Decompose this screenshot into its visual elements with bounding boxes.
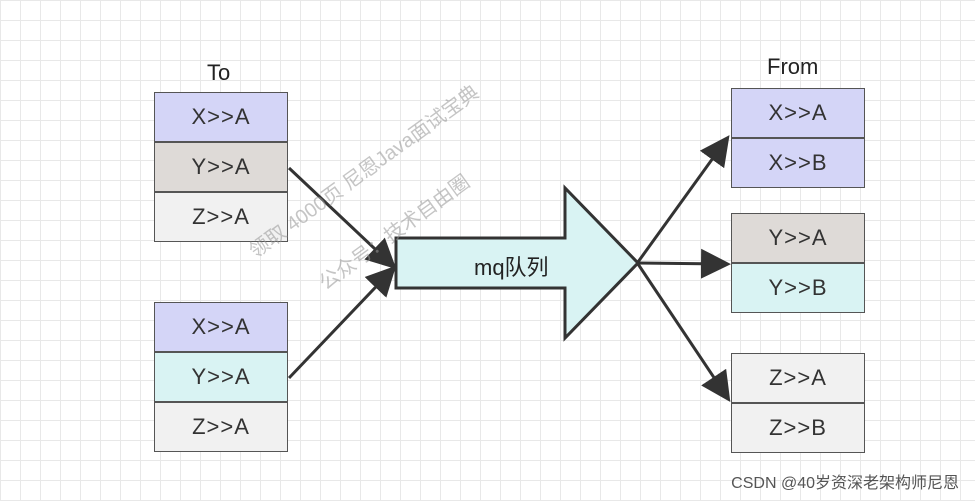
left-group2-item-x: X>>A	[154, 302, 288, 352]
left-group1-item-x: X>>A	[154, 92, 288, 142]
to-header: To	[207, 60, 231, 85]
arrow-left-bottom-to-queue	[287, 265, 397, 380]
right-group2-item-yb: Y>>B	[731, 263, 865, 313]
left-group2-item-y: Y>>A	[154, 352, 288, 402]
right-group3-item-za: Z>>A	[731, 353, 865, 403]
right-group1-item-xa: X>>A	[731, 88, 865, 138]
arrow-queue-to-x	[636, 135, 730, 263]
queue-arrow-shape	[394, 184, 641, 342]
from-header: From	[767, 54, 819, 79]
queue-label: mq队列	[474, 255, 549, 280]
left-group2-item-z: Z>>A	[154, 402, 288, 452]
left-group1-item-y: Y>>A	[154, 142, 288, 192]
left-group1-item-z: Z>>A	[154, 192, 288, 242]
right-group1-item-xb: X>>B	[731, 138, 865, 188]
arrow-left-top-to-queue	[287, 166, 397, 270]
arrow-queue-to-y	[637, 248, 731, 279]
arrow-queue-to-z	[636, 263, 731, 402]
right-group3-item-zb: Z>>B	[731, 403, 865, 453]
footer-credit: CSDN @40岁资深老架构师尼恩	[731, 475, 959, 492]
right-group2-item-ya: Y>>A	[731, 213, 865, 263]
